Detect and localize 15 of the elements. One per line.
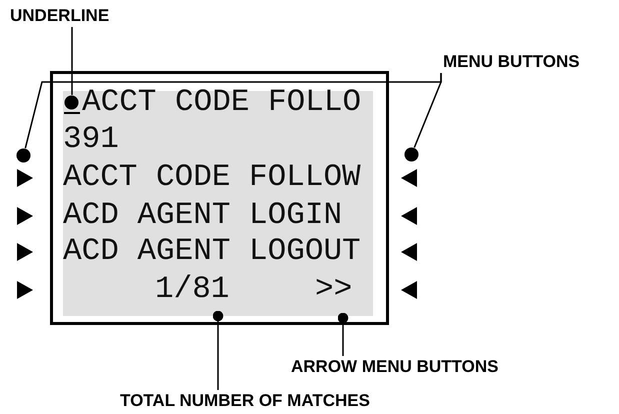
display-text: ACD AGENT LOGIN [63, 199, 342, 233]
display-text: ACCT CODE FOLLO [82, 86, 362, 120]
leader-line [71, 27, 73, 95]
leader-line [414, 73, 442, 148]
display-text: ACD AGENT LOGOUT [63, 235, 361, 269]
display-text: ACCT CODE FOLLOW [63, 161, 361, 195]
leader-line [338, 312, 348, 356]
leader-line [212, 310, 224, 390]
callout-label: UNDERLINE [10, 6, 110, 26]
display-text: >> [315, 273, 352, 307]
callout-label: MENU BUTTONS [443, 52, 580, 72]
callout-label: ARROW MENU BUTTONS [291, 357, 498, 377]
display-text: 391 [63, 123, 119, 157]
callout-label: TOTAL NUMBER OF MATCHES [120, 391, 370, 411]
display-text: 1/81 [155, 273, 230, 307]
